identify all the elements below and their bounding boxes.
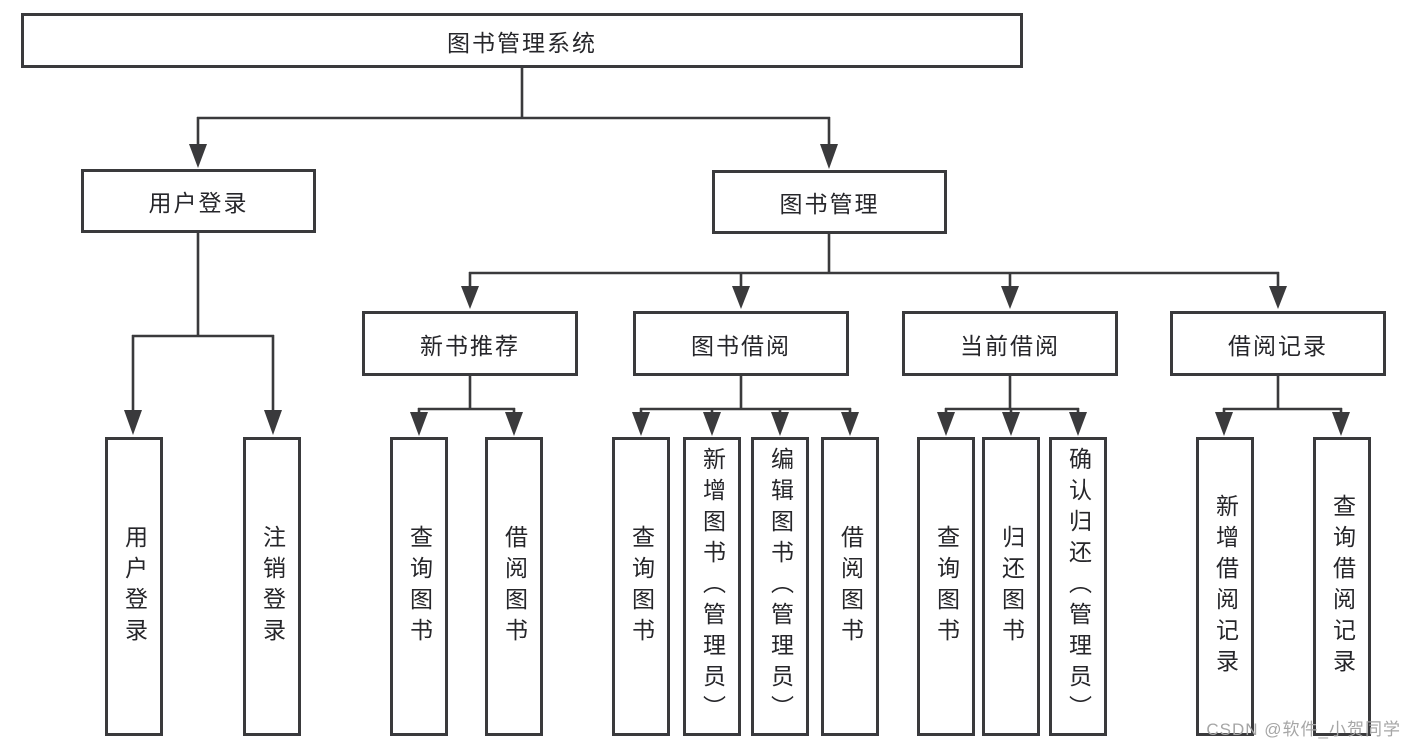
root-node: 图书管理系统	[21, 13, 1023, 68]
leaf-query-borrow-record-label: 查询借阅记录	[1329, 493, 1356, 680]
leaf-return-book: 归还图书	[982, 437, 1040, 736]
module-current-borrowing: 当前借阅	[902, 311, 1118, 376]
branch-user-login-label: 用户登录	[148, 190, 249, 216]
leaf-query-books-recommend: 查询图书	[390, 437, 448, 736]
root-node-label: 图书管理系统	[447, 29, 597, 56]
leaf-add-borrow-record: 新增借阅记录	[1196, 437, 1254, 736]
leaf-borrow-books-borrowing: 借阅图书	[821, 437, 879, 736]
leaf-query-books-borrowing-label: 查询图书	[628, 524, 655, 649]
leaf-confirm-return-admin-label: 确认归还（管理员）	[1065, 447, 1092, 726]
leaf-add-book-admin-label: 新增图书（管理员）	[699, 447, 726, 726]
module-new-book-recommendation-label: 新书推荐	[420, 332, 520, 359]
leaf-logout-label: 注销登录	[259, 524, 286, 649]
leaf-confirm-return-admin: 确认归还（管理员）	[1049, 437, 1107, 736]
leaf-edit-book-admin: 编辑图书（管理员）	[751, 437, 809, 736]
leaf-return-book-label: 归还图书	[998, 524, 1025, 649]
leaf-query-borrow-record: 查询借阅记录	[1313, 437, 1371, 736]
leaf-add-borrow-record-label: 新增借阅记录	[1212, 493, 1239, 680]
leaf-query-books-recommend-label: 查询图书	[406, 524, 433, 649]
module-book-borrowing: 图书借阅	[633, 311, 849, 376]
leaf-add-book-admin: 新增图书（管理员）	[683, 437, 741, 736]
leaf-borrow-books-borrowing-label: 借阅图书	[837, 524, 864, 649]
module-current-borrowing-label: 当前借阅	[960, 332, 1060, 359]
leaf-user-login: 用户登录	[105, 437, 163, 736]
module-book-borrowing-label: 图书借阅	[691, 332, 791, 359]
leaf-edit-book-admin-label: 编辑图书（管理员）	[767, 447, 794, 726]
branch-book-management-label: 图书管理	[779, 191, 880, 217]
branch-user-login: 用户登录	[81, 169, 316, 233]
module-borrowing-records-label: 借阅记录	[1228, 332, 1328, 359]
leaf-borrow-books-recommend-label: 借阅图书	[501, 524, 528, 649]
branch-book-management: 图书管理	[712, 170, 947, 234]
leaf-logout: 注销登录	[243, 437, 301, 736]
leaf-query-books-borrowing: 查询图书	[612, 437, 670, 736]
module-borrowing-records: 借阅记录	[1170, 311, 1386, 376]
leaf-borrow-books-recommend: 借阅图书	[485, 437, 543, 736]
watermark: CSDN @软件_小贺同学	[1206, 720, 1401, 739]
leaf-user-login-label: 用户登录	[121, 524, 148, 649]
module-new-book-recommendation: 新书推荐	[362, 311, 578, 376]
leaf-query-books-current: 查询图书	[917, 437, 975, 736]
leaf-query-books-current-label: 查询图书	[933, 524, 960, 649]
